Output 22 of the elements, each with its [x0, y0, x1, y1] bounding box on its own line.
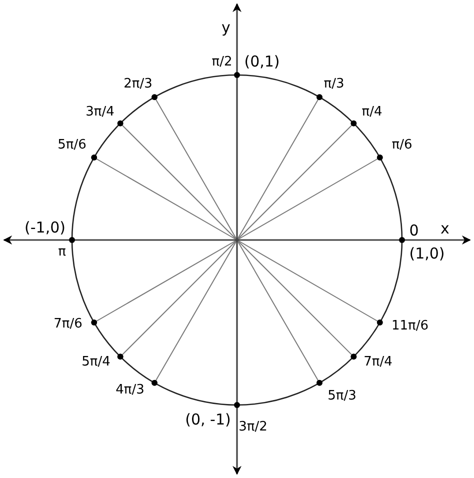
angle-label: π/4	[362, 106, 382, 118]
angle-label: 5π/6	[58, 138, 86, 152]
coordinate-label: (0, -1)	[185, 412, 231, 428]
axis-label: y	[222, 20, 230, 36]
angle-label: π/3	[324, 78, 344, 90]
angle-label: 7π/6	[54, 318, 82, 330]
angle-label: π/2	[212, 56, 232, 68]
angle-label: 4π/3	[116, 384, 144, 396]
axis-label: x	[440, 222, 450, 236]
coordinate-label: (0,1)	[244, 54, 280, 70]
coordinate-label: (-1,0)	[24, 220, 66, 236]
coordinate-label: 0	[409, 224, 419, 238]
angle-label: π/6	[392, 138, 412, 152]
angle-label: 2π/3	[124, 78, 152, 90]
angle-label: 7π/4	[364, 356, 392, 368]
angle-label: 5π/4	[82, 356, 110, 368]
angle-label: 5π/3	[328, 390, 356, 402]
angle-label: 3π/2	[238, 420, 268, 434]
angle-label: 3π/4	[86, 106, 114, 118]
angle-label: π	[58, 246, 66, 258]
angle-label: 11π/6	[391, 320, 429, 332]
coordinate-label: (1,0)	[409, 246, 445, 262]
